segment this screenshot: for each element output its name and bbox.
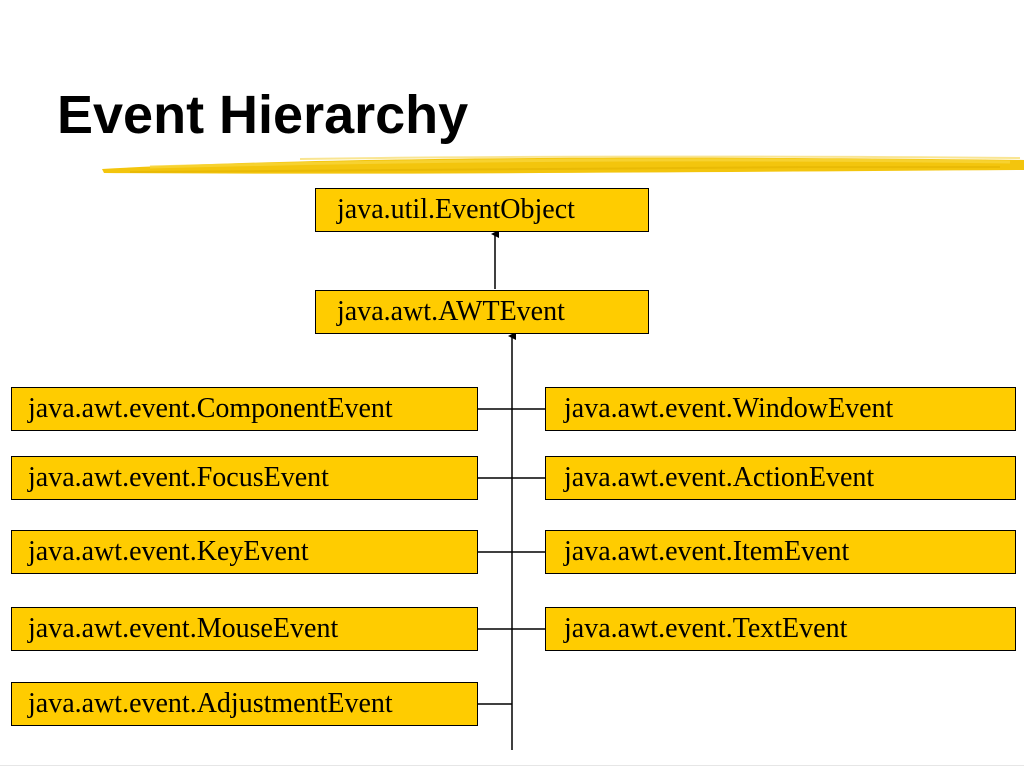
node-textevent-label: java.awt.event.TextEvent xyxy=(564,613,848,644)
node-awtevent-label: java.awt.AWTEvent xyxy=(337,296,565,327)
node-itemevent-label: java.awt.event.ItemEvent xyxy=(564,536,850,567)
node-focusevent: java.awt.event.FocusEvent xyxy=(11,456,478,500)
node-keyevent: java.awt.event.KeyEvent xyxy=(11,530,478,574)
node-adjustmentevent: java.awt.event.AdjustmentEvent xyxy=(11,682,478,726)
brush-stroke-underline xyxy=(102,155,1024,174)
footer-divider xyxy=(0,765,1024,766)
node-windowevent: java.awt.event.WindowEvent xyxy=(545,387,1016,431)
node-actionevent: java.awt.event.ActionEvent xyxy=(545,456,1016,500)
node-focusevent-label: java.awt.event.FocusEvent xyxy=(28,462,329,493)
node-adjustmentevent-label: java.awt.event.AdjustmentEvent xyxy=(28,688,393,719)
slide-title: Event Hierarchy xyxy=(57,85,469,145)
node-textevent: java.awt.event.TextEvent xyxy=(545,607,1016,651)
node-componentevent: java.awt.event.ComponentEvent xyxy=(11,387,478,431)
node-eventobject: java.util.EventObject xyxy=(315,188,649,232)
node-itemevent: java.awt.event.ItemEvent xyxy=(545,530,1016,574)
node-windowevent-label: java.awt.event.WindowEvent xyxy=(564,393,894,424)
node-actionevent-label: java.awt.event.ActionEvent xyxy=(564,462,875,493)
node-mouseevent: java.awt.event.MouseEvent xyxy=(11,607,478,651)
node-eventobject-label: java.util.EventObject xyxy=(337,194,575,225)
node-awtevent: java.awt.AWTEvent xyxy=(315,290,649,334)
node-componentevent-label: java.awt.event.ComponentEvent xyxy=(28,393,393,424)
node-mouseevent-label: java.awt.event.MouseEvent xyxy=(28,613,339,644)
node-keyevent-label: java.awt.event.KeyEvent xyxy=(28,536,309,567)
